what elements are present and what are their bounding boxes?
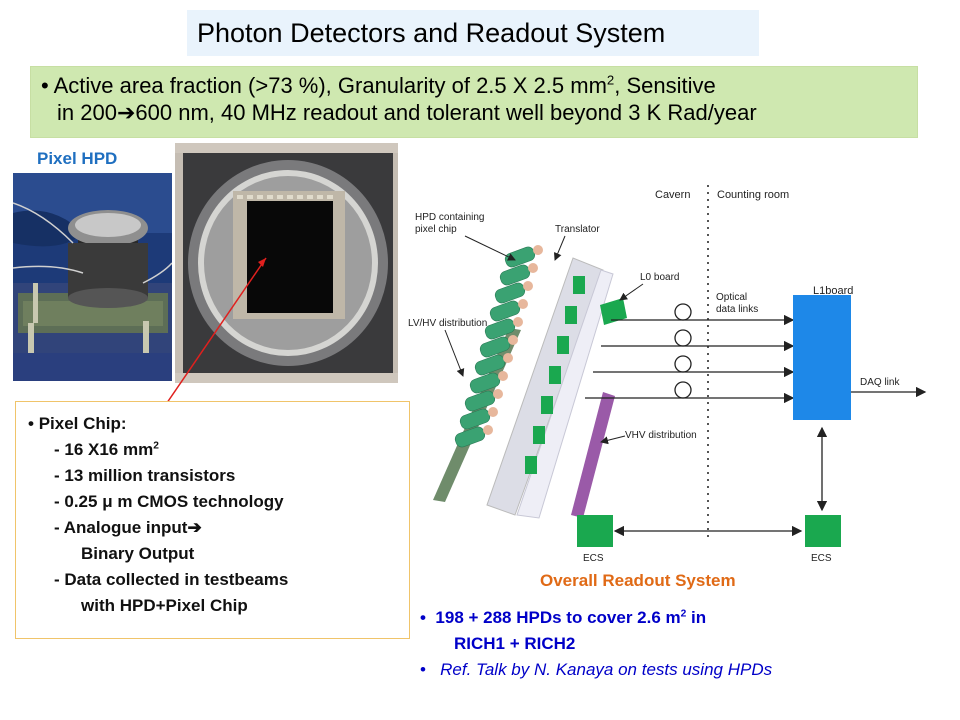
- chip-item: - 13 million transistors: [54, 466, 236, 485]
- hpd-label-2: pixel chip: [415, 224, 457, 235]
- translator-boards: [525, 276, 585, 474]
- chip-item: - Data collected in testbeams: [54, 570, 289, 589]
- chip-heading: • Pixel Chip:: [28, 411, 409, 437]
- intro-text: 600 nm, 40 MHz readout and tolerant well…: [135, 100, 757, 125]
- chip-item: - 16 X16 mm2: [28, 437, 409, 463]
- ecs-box-right: [805, 515, 841, 547]
- vhv-label: VHV distribution: [625, 430, 697, 441]
- intro-sup: 2: [606, 72, 615, 88]
- bullet-text: in: [686, 608, 707, 627]
- daq-label: DAQ link: [860, 377, 900, 388]
- intro-line-1: • Active area fraction (>73 %), Granular…: [41, 72, 917, 99]
- l1-board-label: L1board: [813, 285, 853, 297]
- hpd-array: [454, 245, 543, 448]
- cavern-label: Cavern: [655, 189, 690, 201]
- bullet-ref: • Ref. Talk by N. Kanaya on tests using …: [420, 657, 950, 683]
- intro-text: Active area fraction (>73 %), Granularit…: [53, 73, 607, 98]
- page-title-text: Photon Detectors and Readout System: [197, 18, 666, 48]
- bullet-dot: •: [420, 660, 426, 679]
- bullet-sup: 2: [680, 608, 687, 620]
- l0-board: [600, 298, 627, 325]
- hpd-photo-image: [13, 173, 172, 381]
- intro-text: , Sensitive: [614, 73, 716, 98]
- optical-label-2: data links: [716, 304, 758, 315]
- pixel-chip-photo-image: [175, 143, 398, 383]
- hpd-photo: [13, 173, 172, 381]
- bullet-dot: •: [420, 608, 426, 627]
- l1-board: [793, 295, 851, 420]
- page-title: Photon Detectors and Readout System: [187, 10, 759, 56]
- bullet-text: 198 + 288 HPDs to cover 2.6 m: [435, 608, 681, 627]
- l0-board-label: L0 board: [640, 272, 679, 283]
- intro-box: • Active area fraction (>73 %), Granular…: [30, 66, 918, 138]
- hpd-label-1: HPD containing: [415, 212, 484, 223]
- chip-item-text: - Analogue input: [54, 518, 188, 537]
- chip-heading-text: Pixel Chip:: [38, 414, 127, 433]
- vhv-bar: [571, 392, 615, 518]
- readout-caption: Overall Readout System: [540, 571, 736, 590]
- arrow-right-icon: ➔: [116, 100, 136, 125]
- chip-item: with HPD+Pixel Chip: [81, 596, 248, 615]
- ecs-left-label: ECS: [583, 553, 604, 564]
- pixel-chip-photo: [175, 143, 398, 383]
- bullet-hpd-count: • 198 + 288 HPDs to cover 2.6 m2 in: [420, 605, 950, 631]
- chip-item: - Analogue input➔: [28, 515, 409, 541]
- intro-line-2: in 200➔600 nm, 40 MHz readout and tolera…: [41, 99, 917, 126]
- hpd-bullets: • 198 + 288 HPDs to cover 2.6 m2 in RICH…: [420, 605, 950, 683]
- optical-links: [585, 303, 795, 404]
- optical-label-1: Optical: [716, 292, 747, 303]
- pixel-hpd-caption: Pixel HPD: [37, 149, 118, 168]
- ecs-right-label: ECS: [811, 553, 832, 564]
- readout-diagram: Cavern Counting room LV/HV distribution: [408, 185, 927, 564]
- bullet-dot: •: [28, 414, 34, 433]
- pixel-chip-info-box: • Pixel Chip: - 16 X16 mm2 - 13 million …: [15, 401, 410, 639]
- counting-room-label: Counting room: [717, 189, 789, 201]
- bullet-text: Ref. Talk by N. Kanaya on tests using HP…: [440, 660, 773, 679]
- arrow-right-icon: ➔: [187, 518, 202, 537]
- chip-item: Binary Output: [81, 544, 195, 563]
- chip-item-sup: 2: [153, 440, 159, 452]
- ecs-box-left: [577, 515, 613, 547]
- bullet-rich: RICH1 + RICH2: [454, 634, 576, 653]
- intro-text: in 200: [57, 100, 117, 125]
- chip-item-text: - 16 X16 mm: [54, 440, 154, 459]
- chip-item: - 0.25 μ m CMOS technology: [54, 492, 284, 511]
- bullet-dot: •: [41, 73, 49, 98]
- translator-label: Translator: [555, 224, 600, 235]
- lvhv-label: LV/HV distribution: [408, 318, 487, 329]
